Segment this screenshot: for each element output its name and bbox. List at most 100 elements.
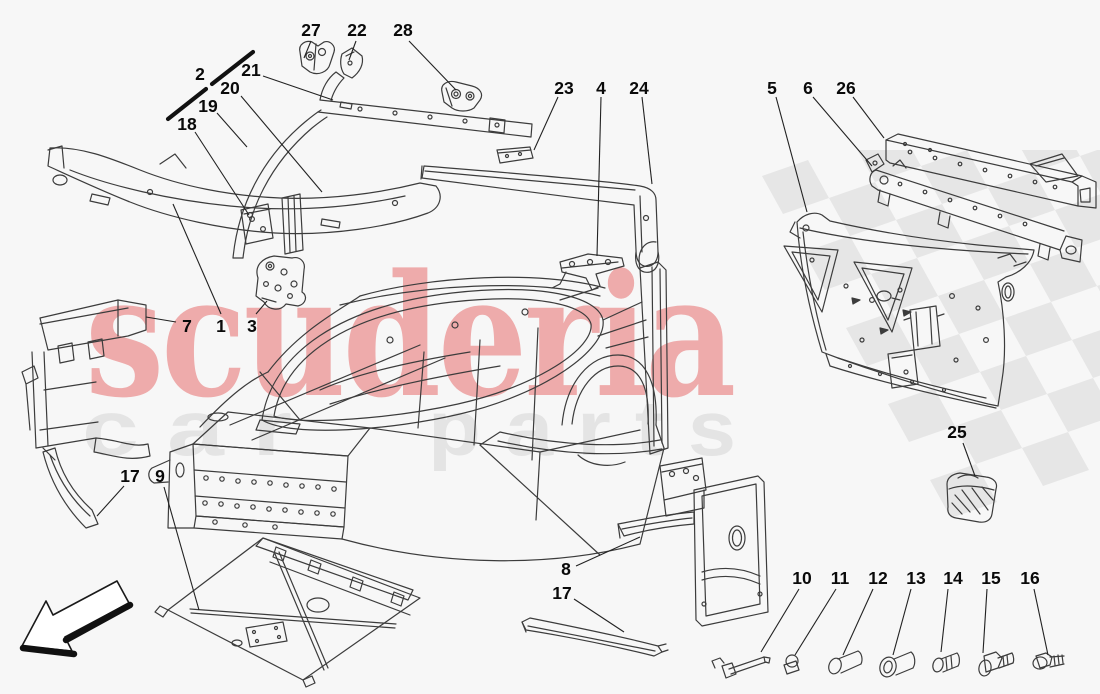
checker-cell: [857, 150, 921, 182]
part-number-label: 10: [792, 568, 812, 588]
leader-line: [962, 442, 976, 477]
leader-line: [852, 96, 885, 139]
leader-line: [575, 536, 641, 567]
checker-cell: [930, 464, 997, 518]
leader-line: [163, 486, 200, 611]
checker-cell: [888, 388, 955, 442]
leader-line: [533, 96, 559, 151]
direction-arrow: [19, 580, 134, 658]
leader-line: [573, 598, 625, 633]
leader-line: [760, 588, 800, 653]
watermark-car-text: c a r: [82, 384, 292, 472]
part-number-label: 23: [554, 78, 574, 98]
fastener-16-flange-bolt: [1032, 652, 1065, 670]
leader-line: [240, 95, 323, 193]
part-number-label: 9: [155, 466, 165, 486]
part-17-strip-bottom: [521, 617, 669, 657]
leader-line: [262, 75, 334, 101]
checker-cell: [804, 236, 871, 290]
part-number-label: 19: [198, 96, 218, 116]
leader-line: [303, 40, 312, 59]
checker-cell: [1005, 302, 1072, 356]
part-5-firewall-panel: [783, 212, 1035, 409]
fastener-14-bolt: [932, 652, 960, 673]
checkered-flag-watermark: [762, 150, 1100, 518]
leader-line: [1033, 588, 1049, 656]
leader-line: [982, 588, 988, 654]
checker-cell: [1022, 432, 1089, 486]
checker-cell: [1097, 284, 1100, 292]
part-number-label: 15: [981, 568, 1001, 588]
part-number-label: 14: [943, 568, 963, 588]
part-number-label: 25: [947, 422, 967, 442]
leader-line: [408, 40, 457, 91]
part-number-label: 1: [216, 316, 226, 336]
part-6-end-bracket: [865, 153, 885, 173]
watermark-text-group: scuderia c a r p a r t s: [82, 237, 737, 472]
leader-line: [172, 203, 222, 315]
fastener-12-sleeve: [828, 650, 863, 675]
part-number-label: 22: [347, 20, 367, 40]
part-8-bracket-frame: [617, 457, 769, 627]
part-number-label: 3: [247, 316, 257, 336]
checker-cell: [1072, 330, 1100, 378]
leader-line: [892, 588, 912, 656]
part-4-plate: [551, 253, 625, 291]
part-26-lower-rail: [869, 159, 1083, 263]
part-number-label: 6: [803, 78, 813, 98]
leader-lines-layer: [96, 40, 1049, 656]
checker-cell: [988, 172, 1055, 226]
leader-line: [194, 131, 250, 216]
part-number-label: 27: [301, 20, 320, 40]
leader-line: [641, 96, 653, 185]
fastener-10-stud: [711, 656, 771, 679]
part-25-pad: [946, 472, 998, 523]
part-number-label: 18: [177, 114, 197, 134]
part-number-label: 24: [629, 78, 649, 98]
part-28-bracket: [441, 80, 483, 112]
part-number-label: 17: [552, 583, 571, 603]
part-number-label: 11: [831, 568, 850, 588]
part-number-label: 4: [596, 78, 606, 98]
part-number-label: 12: [868, 568, 888, 588]
leader-line: [940, 588, 949, 653]
part-22-plate: [340, 47, 364, 79]
line-art-layer: [19, 40, 1097, 688]
fastener-11-rivet: [783, 654, 800, 675]
part-number-label: 17: [120, 466, 139, 486]
part-23-strip: [496, 146, 534, 164]
fastener-15-hex-bolt: [978, 651, 1015, 677]
leader-line: [96, 485, 125, 517]
part-9-floor-pan: [154, 537, 421, 688]
leader-line: [842, 588, 874, 656]
part-1-front-frame-member: [47, 145, 441, 235]
checker-cell: [762, 160, 829, 214]
part-number-label: 7: [182, 316, 192, 336]
checker-cell: [1047, 378, 1100, 432]
leader-line: [216, 112, 248, 148]
part-7-support-bracket: [21, 299, 151, 459]
leader-line: [596, 96, 602, 257]
leader-line: [255, 300, 268, 315]
checker-cell: [980, 356, 1047, 410]
leader-line: [794, 588, 837, 656]
part-2-seal-strip: [165, 49, 256, 122]
fastener-13-rivet-nut: [879, 651, 916, 678]
part-number-label: 2: [195, 64, 205, 84]
leader-line: [812, 96, 873, 167]
checker-cell: [896, 204, 963, 258]
part-number-label: 20: [220, 78, 240, 98]
part-27-bracket: [299, 40, 335, 75]
part-number-label: 21: [241, 60, 261, 80]
part-3-bracket: [255, 255, 307, 310]
part-number-label: 8: [561, 559, 571, 579]
part-number-label: 5: [767, 78, 777, 98]
chassis-front-structure: [148, 241, 669, 562]
part-26-rail-beam: [885, 133, 1097, 209]
checker-cell: [938, 280, 1005, 334]
brand-watermark: scuderia: [85, 237, 733, 435]
leader-line: [775, 96, 808, 213]
